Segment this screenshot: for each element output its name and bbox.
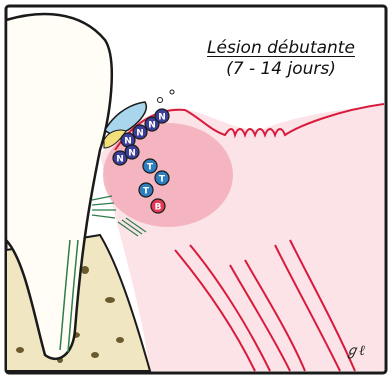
immune-cell-label: B bbox=[155, 203, 162, 213]
artist-signature: ℊℓ bbox=[345, 340, 365, 360]
immune-cell-label: N bbox=[148, 121, 156, 131]
diagram-title: Lésion débutante (7 - 14 jours) bbox=[196, 38, 366, 80]
title-main: Lésion débutante bbox=[196, 38, 366, 59]
immune-cell-label: T bbox=[143, 187, 150, 197]
immune-cell-label: T bbox=[159, 175, 166, 185]
immune-cell-label: T bbox=[147, 163, 154, 173]
immune-cell-label: N bbox=[116, 155, 124, 165]
immune-cell-label: N bbox=[136, 129, 144, 139]
immune-cell-label: N bbox=[158, 113, 166, 123]
title-subtitle: (7 - 14 jours) bbox=[196, 59, 366, 80]
immune-cell-label: N bbox=[128, 149, 136, 159]
